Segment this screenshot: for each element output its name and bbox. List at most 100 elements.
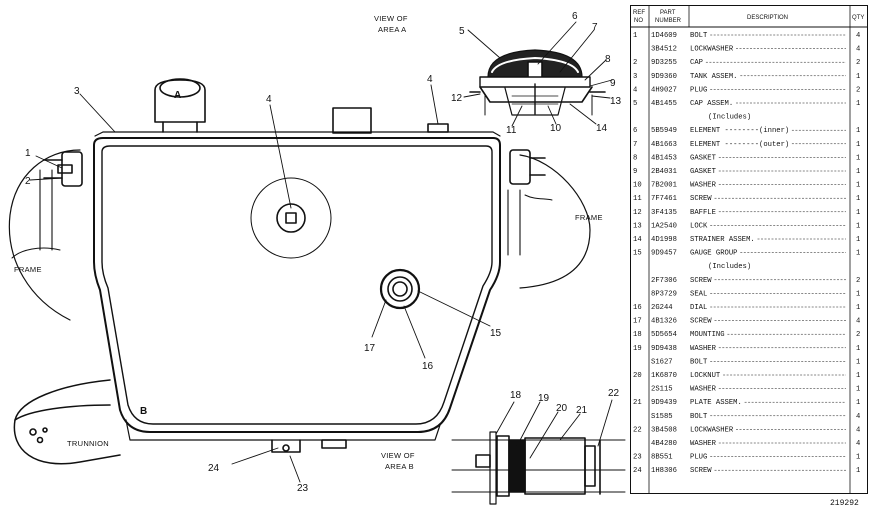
row-qty: 1 <box>856 100 860 108</box>
row-qty: 1 <box>856 127 860 135</box>
row-part-number: 4B1326 <box>651 318 677 326</box>
row-qty: 2 <box>856 86 860 94</box>
row-qty: 1 <box>856 195 860 203</box>
row-description: WASHER <box>690 182 717 190</box>
callout-12: 12 <box>451 93 463 104</box>
callout-6: 6 <box>572 11 578 22</box>
row-ref: 14 <box>633 236 642 244</box>
row-part-number: 4B1663 <box>651 141 677 149</box>
row-qty: 4 <box>856 440 860 448</box>
row-ref: 1 <box>633 32 637 40</box>
row-ref: 11 <box>633 195 642 203</box>
row-description: GASKET <box>690 168 717 176</box>
callout-1: 1 <box>25 148 31 159</box>
row-qty: 1 <box>856 386 860 394</box>
row-qty: 1 <box>856 345 860 353</box>
tank-outline <box>93 137 501 433</box>
letter-b-label: B <box>140 406 147 417</box>
row-qty: 2 <box>856 331 860 339</box>
row-description: PLUG <box>690 454 707 462</box>
row-ref: 13 <box>633 222 642 230</box>
row-part-number: 4H9027 <box>651 86 677 94</box>
row-qty: 1 <box>856 222 860 230</box>
header-description: DESCRIPTION <box>747 15 788 21</box>
row-description: ELEMENT --------(outer) <box>690 141 789 149</box>
row-description: STRAINER ASSEM. <box>690 236 755 244</box>
row-qty: 1 <box>856 454 860 462</box>
row-description: GASKET <box>690 154 717 162</box>
trunnion-bolt-holes <box>29 427 48 444</box>
row-part-number: 5D5654 <box>651 331 677 339</box>
callout-7: 7 <box>592 22 598 33</box>
callout-11: 11 <box>506 125 517 136</box>
callout-14: 14 <box>596 123 608 134</box>
row-description: SCREW <box>690 277 712 285</box>
callout-21: 21 <box>576 405 588 416</box>
left-frame-bracket <box>8 149 121 465</box>
row-qty: 1 <box>856 168 860 176</box>
row-qty: 1 <box>856 304 860 312</box>
callout-16: 16 <box>422 361 434 372</box>
callout-5: 5 <box>459 26 465 37</box>
row-description: GAUGE GROUP <box>690 250 737 258</box>
row-ref: 22 <box>633 426 642 434</box>
row-description: LOCKWASHER <box>690 426 734 434</box>
callout-10: 10 <box>550 123 562 134</box>
callout-22: 22 <box>608 388 620 399</box>
row-ref: 6 <box>633 127 637 135</box>
callout-20: 20 <box>556 403 568 414</box>
mounting-detail <box>451 431 626 505</box>
row-part-number: 2S115 <box>651 386 673 394</box>
row-part-number: 7F7461 <box>651 195 677 203</box>
row-ref: 23 <box>633 454 642 462</box>
letter-a-label: A <box>174 90 181 101</box>
callout-18: 18 <box>510 390 522 401</box>
row-qty: 1 <box>856 250 860 258</box>
row-description: (Includes) <box>708 114 751 122</box>
row-description: SCREW <box>690 318 712 326</box>
row-qty: 1 <box>856 73 860 81</box>
row-qty: 4 <box>856 413 860 421</box>
row-part-number: 2B4031 <box>651 168 677 176</box>
row-ref: 18 <box>633 331 642 339</box>
callout-9: 9 <box>610 78 616 89</box>
frame-left-label: FRAME <box>14 265 42 274</box>
row-part-number: 9D9360 <box>651 73 677 81</box>
callout-13: 13 <box>610 96 622 107</box>
row-part-number: 2F7306 <box>651 277 677 285</box>
row-qty: 1 <box>856 182 860 190</box>
view-b-line2: AREA B <box>385 462 414 471</box>
row-description: PLATE ASSEM. <box>690 399 742 407</box>
top-plug-right <box>427 123 449 133</box>
row-part-number: 8B551 <box>651 454 673 462</box>
row-ref: 21 <box>633 399 642 407</box>
row-part-number: 7B2001 <box>651 182 677 190</box>
row-qty: 4 <box>856 46 860 54</box>
row-description: BAFFLE <box>690 209 716 217</box>
row-qty: 2 <box>856 59 860 67</box>
row-description: BOLT <box>690 413 708 421</box>
row-ref: 16 <box>633 304 642 312</box>
header-ref-line2: NO <box>634 18 643 24</box>
row-part-number: 4B1455 <box>651 100 677 108</box>
row-part-number: 4D1998 <box>651 236 677 244</box>
filler-neck-a <box>154 78 206 133</box>
row-description: SCREW <box>690 467 712 475</box>
trunnion-label: TRUNNION <box>67 439 109 448</box>
row-qty: 1 <box>856 209 860 217</box>
bottom-fitting <box>321 439 347 449</box>
row-qty: 2 <box>856 277 860 285</box>
row-part-number: 9D9438 <box>651 345 677 353</box>
callout-4-top: 4 <box>427 74 433 85</box>
row-part-number: 9D9439 <box>651 399 677 407</box>
row-qty: 1 <box>856 399 860 407</box>
row-part-number: S1627 <box>651 358 673 366</box>
row-ref: 20 <box>633 372 642 380</box>
row-ref: 24 <box>633 467 642 475</box>
row-description: CAP ASSEM. <box>690 100 733 108</box>
callout-4-center: 4 <box>266 94 272 105</box>
row-description: BOLT <box>690 358 708 366</box>
row-part-number: S1585 <box>651 413 673 421</box>
